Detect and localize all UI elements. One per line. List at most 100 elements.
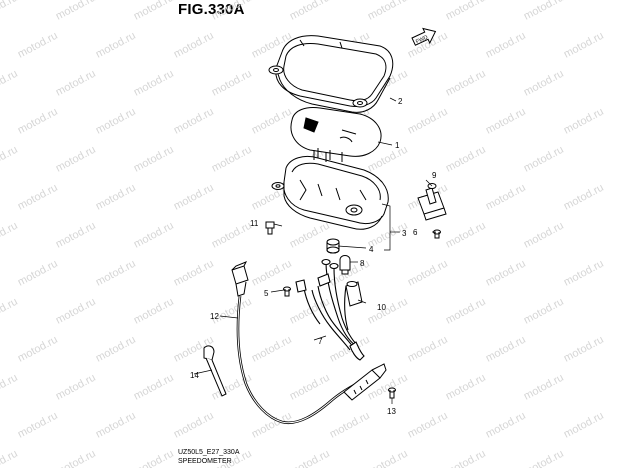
watermark-text: motod.ru [132, 144, 176, 175]
watermark-text: motod.ru [562, 334, 606, 365]
watermark-text: motod.ru [406, 106, 450, 137]
watermark-text: motod.ru [562, 30, 606, 61]
watermark-text: motod.ru [0, 0, 20, 23]
watermark-text: motod.ru [94, 258, 138, 289]
watermark-text: motod.ru [444, 144, 488, 175]
watermark-text: motod.ru [94, 182, 138, 213]
watermark-text: motod.ru [366, 448, 410, 468]
watermark-text: motod.ru [54, 68, 98, 99]
watermark-text: motod.ru [522, 448, 566, 468]
meter-plate [290, 107, 382, 162]
watermark-text: motod.ru [484, 258, 528, 289]
watermark-text: motod.ru [288, 372, 332, 403]
watermark-text: motod.ru [172, 106, 216, 137]
watermark-text: motod.ru [522, 220, 566, 251]
callout-6: 6 [413, 228, 418, 237]
watermark-text: motod.ru [172, 258, 216, 289]
watermark-text: motod.ru [210, 220, 254, 251]
watermark-text: motod.ru [484, 106, 528, 137]
meter-case [271, 150, 389, 230]
watermark-text: motod.ru [132, 372, 176, 403]
watermark-text: motod.ru [16, 334, 60, 365]
watermark-text: motod.ru [444, 448, 488, 468]
watermark-text: motod.ru [484, 334, 528, 365]
watermark-text: motod.ru [94, 410, 138, 441]
watermark-text: motod.ru [444, 220, 488, 251]
figure-caption: SPEEDOMETER [178, 458, 232, 465]
watermark-text: motod.ru [54, 448, 98, 468]
watermark-text: motod.ru [54, 220, 98, 251]
watermark-text: motod.ru [132, 0, 176, 23]
callout-8: 8 [360, 259, 365, 268]
watermark-text: motod.ru [522, 372, 566, 403]
watermark-text: motod.ru [172, 30, 216, 61]
fwd-arrow-icon: FWD [411, 27, 437, 46]
leader-lines [193, 97, 436, 404]
watermark-text: motod.ru [54, 296, 98, 327]
bulb-8 [339, 255, 351, 275]
watermark-text: motod.ru [288, 0, 332, 23]
meter-cover [268, 35, 394, 113]
watermark-text: motod.ru [444, 372, 488, 403]
watermark-text: motod.ru [132, 68, 176, 99]
watermark-text: motod.ru [484, 182, 528, 213]
callout-labels: 1 2 3 4 5 6 7 8 9 10 11 12 13 14 [190, 97, 437, 416]
watermark-text: motod.ru [522, 68, 566, 99]
watermark-text: motod.ru [484, 410, 528, 441]
watermark-text: motod.ru [562, 258, 606, 289]
watermark-text: motod.ru [250, 334, 294, 365]
callout-12: 12 [210, 312, 219, 321]
callout-11: 11 [250, 219, 259, 228]
watermark-text: motod.ru [406, 410, 450, 441]
watermark-text: motod.ru [522, 144, 566, 175]
watermark-text: motod.ru [16, 258, 60, 289]
figure-title: FIG.330A [178, 1, 245, 18]
wiring-harness-7 [295, 258, 365, 361]
watermark-text: motod.ru [0, 448, 20, 468]
watermark-text: motod.ru [444, 68, 488, 99]
callout-9: 9 [432, 171, 437, 180]
watermark-text: motod.ru [54, 372, 98, 403]
watermark-text: motod.ru [406, 334, 450, 365]
watermark-text: motod.ru [54, 144, 98, 175]
watermark-text: motod.ru [562, 182, 606, 213]
socket-bracket-9 [417, 183, 447, 221]
watermark-text: motod.ru [0, 144, 20, 175]
watermark-text: motod.ru [444, 296, 488, 327]
watermark-text: motod.ru [406, 258, 450, 289]
cable-clamp-14 [203, 345, 227, 397]
screw-11 [265, 221, 275, 235]
watermark-text: motod.ru [288, 220, 332, 251]
watermark-text: motod.ru [522, 0, 566, 23]
watermark-text: motod.ru [16, 30, 60, 61]
watermark-text: motod.ru [16, 106, 60, 137]
watermark-text: motod.ru [94, 30, 138, 61]
watermark-text: motod.ru [522, 296, 566, 327]
callout-7: 7 [318, 337, 323, 346]
watermark-text: motod.ru [210, 144, 254, 175]
watermark-text: motod.ru [172, 182, 216, 213]
speedometer-cable-12 [231, 261, 387, 425]
watermark-text: motod.ru [562, 106, 606, 137]
watermark-text: motod.ru [132, 220, 176, 251]
watermark-text: motod.ru [250, 258, 294, 289]
watermark-text: motod.ru [94, 106, 138, 137]
callout-13: 13 [387, 407, 396, 416]
screw-13 [388, 387, 396, 399]
watermark-text: motod.ru [0, 296, 20, 327]
watermark-text: motod.ru [132, 448, 176, 468]
watermark-text: motod.ru [250, 410, 294, 441]
watermark-text: motod.ru [444, 0, 488, 23]
watermark-text: motod.ru [172, 410, 216, 441]
callout-10: 10 [377, 303, 386, 312]
callout-4: 4 [369, 245, 374, 254]
screw-6 [433, 229, 441, 239]
watermark-text: motod.ru [288, 448, 332, 468]
watermark-text: motod.ru [210, 0, 254, 23]
watermark-text: motod.ru [562, 410, 606, 441]
watermark-text: motod.ru [54, 0, 98, 23]
watermark-text: motod.ru [484, 30, 528, 61]
watermark-text: motod.ru [16, 182, 60, 213]
watermark-text: motod.ru [132, 296, 176, 327]
